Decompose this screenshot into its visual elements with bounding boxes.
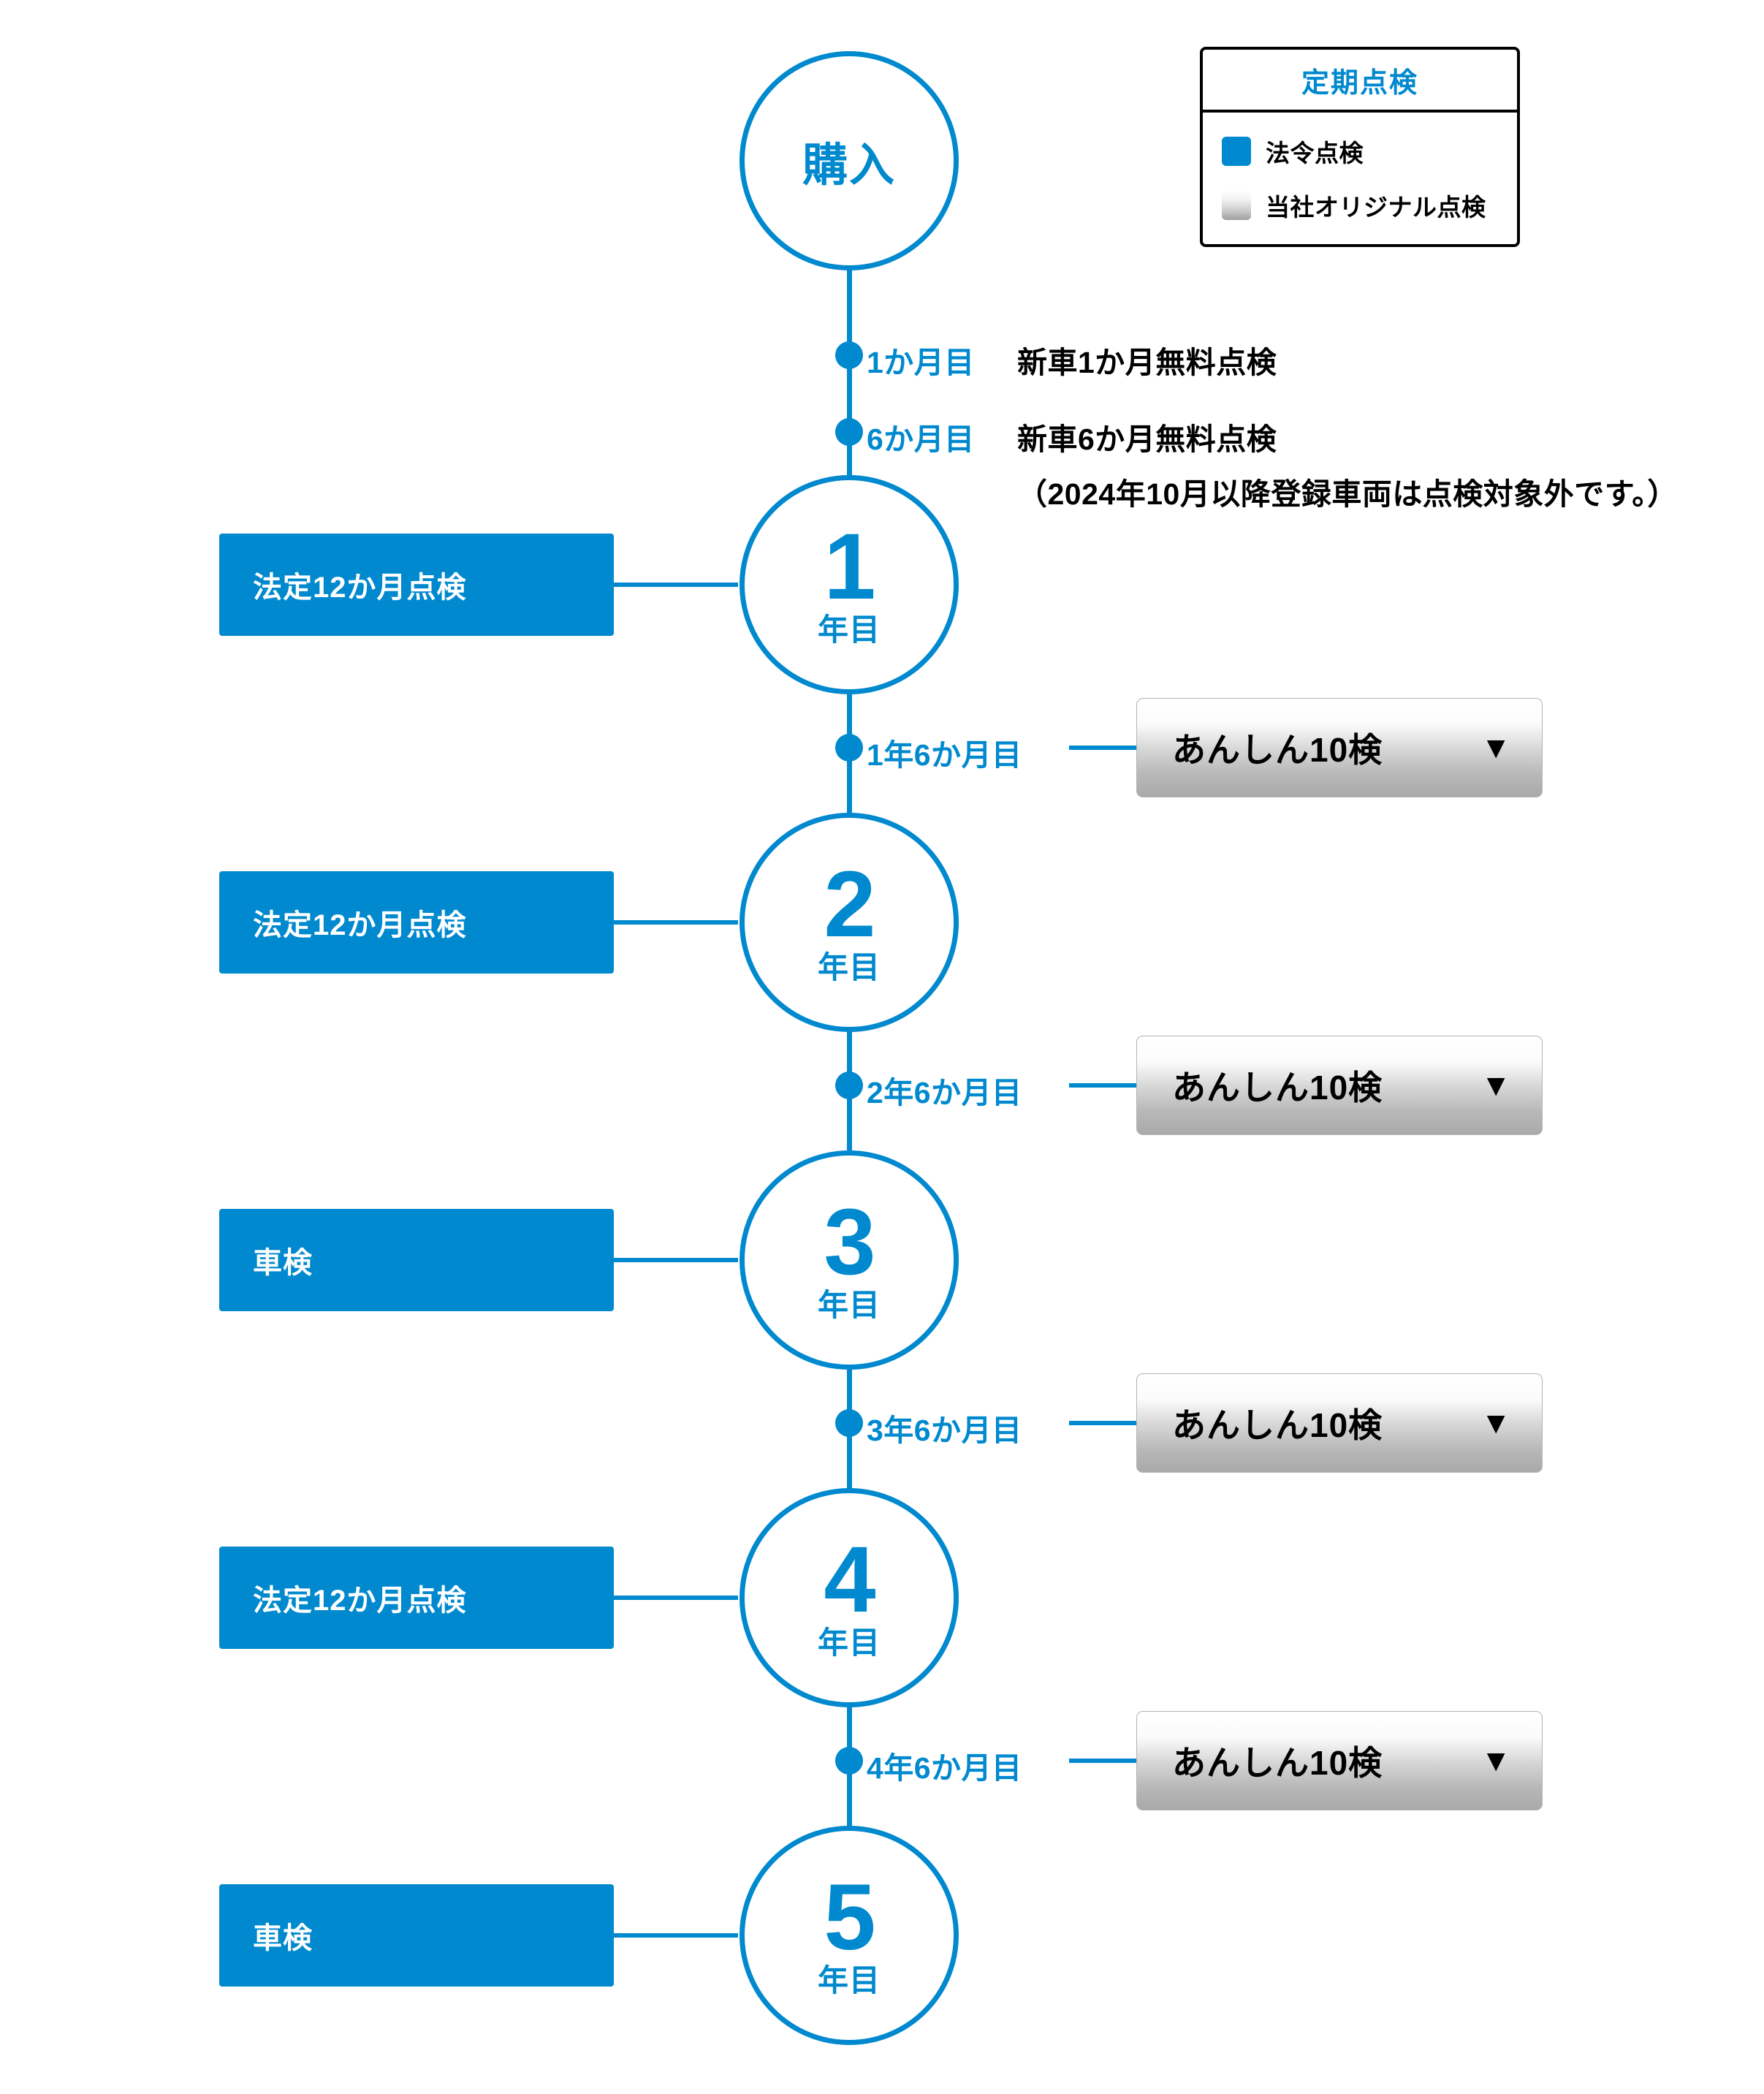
connector-year-2: [614, 920, 738, 925]
interval-label-4y6m: 4年6か月目: [867, 1751, 1022, 1785]
label-box-text: 車検: [253, 1922, 313, 1954]
milestone-dot: [835, 1747, 863, 1775]
anshin10-button-4[interactable]: あんしん10検 ▼: [1136, 1711, 1543, 1810]
node-purchase-label: 購入: [802, 140, 896, 191]
node-year-1: 1 年目: [740, 475, 959, 694]
milestone-dot: [835, 341, 863, 369]
anshin10-button-label: あんしん10検: [1172, 1744, 1383, 1782]
connector-anshin-1: [1069, 746, 1136, 750]
label-box-year-2: 法定12か月点検: [219, 871, 614, 974]
interval-label-1y6m: 1年6か月目: [867, 738, 1022, 772]
label-box-year-4: 法定12か月点検: [219, 1547, 614, 1649]
node-purchase: 購入: [740, 51, 959, 270]
milestone-desc-6month: 新車6か月無料点検: [1017, 422, 1277, 456]
connector-anshin-2: [1069, 1083, 1136, 1088]
timeline-axis: [847, 157, 852, 1937]
node-year-4: 4 年目: [740, 1488, 959, 1707]
node-year-number: 2: [824, 852, 875, 957]
connector-year-3: [614, 1258, 738, 1262]
node-year-2: 2 年目: [740, 813, 959, 1032]
label-box-text: 法定12か月点検: [253, 572, 467, 604]
node-year-5: 5 年目: [740, 1826, 959, 2045]
milestone-note-6month: （2024年10月以降登録車両は点検対象外です。）: [1017, 477, 1678, 511]
label-box-year-3: 車検: [219, 1209, 614, 1311]
chevron-down-icon: ▼: [1480, 1406, 1511, 1440]
milestone-label-6month: 6か月目: [867, 422, 975, 456]
milestone-dot: [835, 734, 863, 762]
label-box-text: 車検: [253, 1247, 313, 1279]
node-year-number: 4: [824, 1528, 875, 1633]
chevron-down-icon: ▼: [1480, 1068, 1511, 1102]
label-box-year-5: 車検: [219, 1884, 614, 1987]
anshin10-button-label: あんしん10検: [1172, 1069, 1383, 1107]
legend-item-label: 当社オリジナル点検: [1266, 194, 1486, 221]
interval-label-2y6m: 2年6か月目: [867, 1076, 1022, 1109]
legend-swatch-gradient-icon: [1222, 191, 1251, 220]
anshin10-button-2[interactable]: あんしん10検 ▼: [1136, 1036, 1543, 1135]
anshin10-button-3[interactable]: あんしん10検 ▼: [1136, 1373, 1543, 1473]
node-year-unit: 年目: [817, 1287, 881, 1322]
connector-year-5: [614, 1933, 738, 1938]
label-box-text: 法定12か月点検: [253, 1585, 467, 1617]
milestone-label-1month: 1か月目: [867, 346, 975, 379]
anshin10-button-label: あんしん10検: [1172, 731, 1383, 769]
connector-anshin-4: [1069, 1759, 1136, 1763]
node-year-unit: 年目: [817, 1962, 881, 1998]
legend-body: 法令点検 当社オリジナル点検: [1203, 113, 1517, 232]
legend-title: 定期点検: [1203, 50, 1517, 113]
connector-year-1: [614, 583, 738, 587]
connector-anshin-3: [1069, 1421, 1136, 1425]
milestone-dot: [835, 418, 863, 446]
milestone-dot: [835, 1409, 863, 1437]
milestone-desc-1month: 新車1か月無料点検: [1017, 346, 1277, 379]
interval-label-3y6m: 3年6か月目: [867, 1414, 1022, 1447]
legend-item-label: 法令点検: [1266, 140, 1364, 167]
node-year-number: 3: [824, 1190, 875, 1295]
legend-item-legal: 法令点検: [1222, 124, 1517, 178]
node-year-number: 5: [824, 1865, 875, 1970]
anshin10-button-1[interactable]: あんしん10検 ▼: [1136, 698, 1543, 797]
legend-item-original: 当社オリジナル点検: [1222, 178, 1517, 232]
node-year-unit: 年目: [817, 1625, 881, 1660]
node-year-unit: 年目: [817, 612, 881, 647]
chevron-down-icon: ▼: [1480, 730, 1511, 765]
node-year-3: 3 年目: [740, 1150, 959, 1370]
anshin10-button-label: あんしん10検: [1172, 1406, 1383, 1444]
legend-swatch-blue-icon: [1222, 137, 1251, 166]
chevron-down-icon: ▼: [1480, 1743, 1511, 1778]
label-box-text: 法定12か月点検: [253, 909, 467, 941]
node-year-unit: 年目: [817, 949, 881, 985]
label-box-year-1: 法定12か月点検: [219, 534, 614, 636]
milestone-dot: [835, 1071, 863, 1099]
node-year-number: 1: [824, 515, 875, 620]
connector-year-4: [614, 1596, 738, 1600]
legend-box: 定期点検 法令点検 当社オリジナル点検: [1200, 47, 1520, 247]
